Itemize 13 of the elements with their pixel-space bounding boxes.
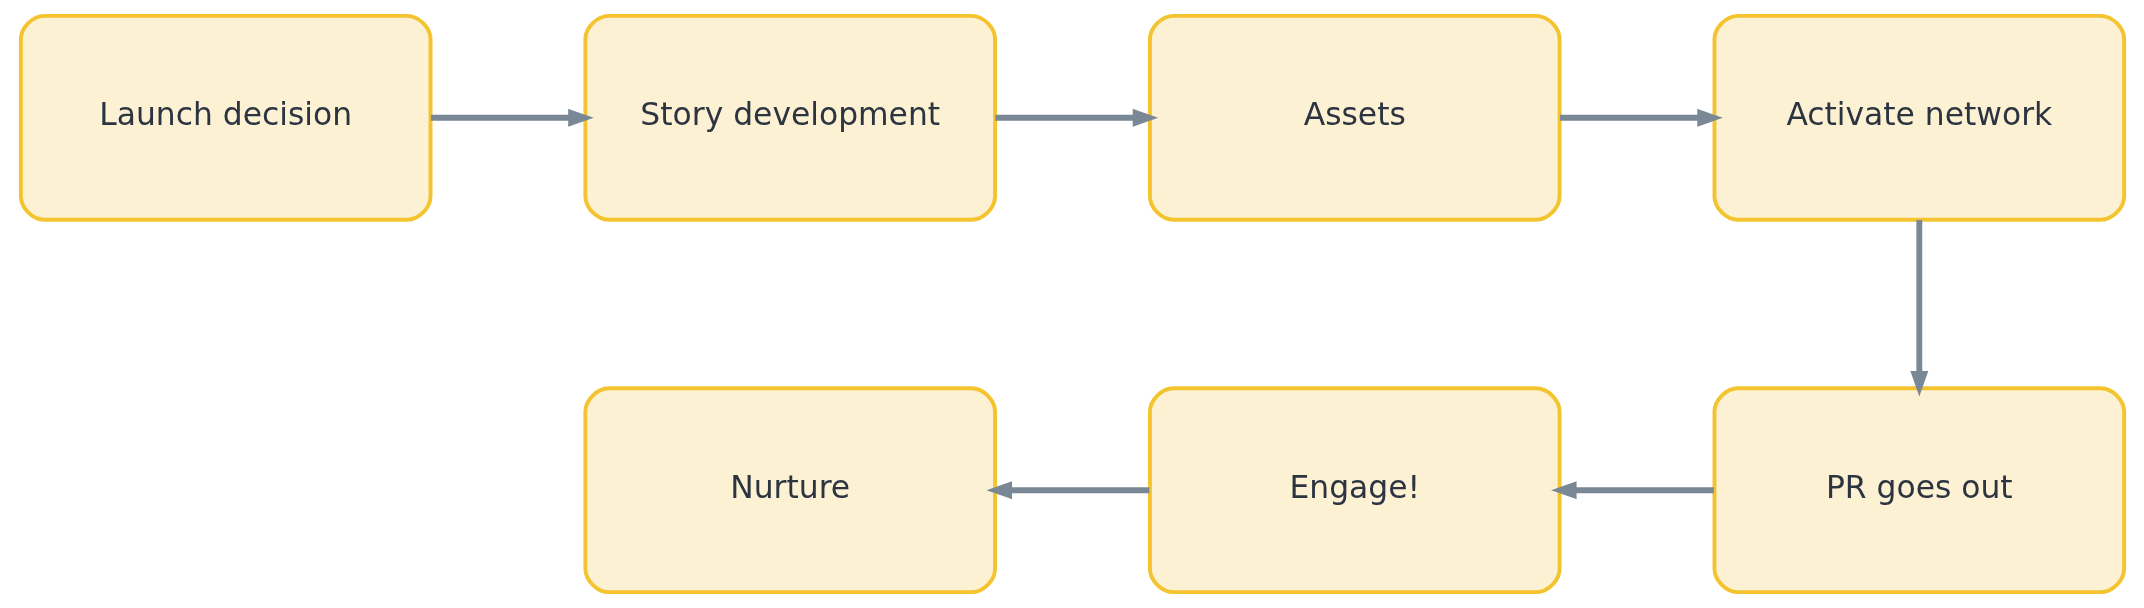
node-box: PR goes out: [1712, 386, 2126, 595]
node-box: Launch decision: [18, 13, 432, 222]
node-box: Engage!: [1147, 386, 1562, 595]
arrow: [994, 108, 1158, 127]
arrow: [985, 481, 1149, 500]
arrow: [1550, 481, 1714, 500]
node-box: Story development: [582, 13, 997, 222]
node-box: Activate network: [1712, 13, 2126, 222]
node-box: Assets: [1147, 13, 1562, 222]
arrow: [1559, 108, 1723, 127]
node-box: Nurture: [582, 386, 997, 595]
arrow: [1909, 220, 1928, 397]
arrow: [430, 108, 594, 127]
